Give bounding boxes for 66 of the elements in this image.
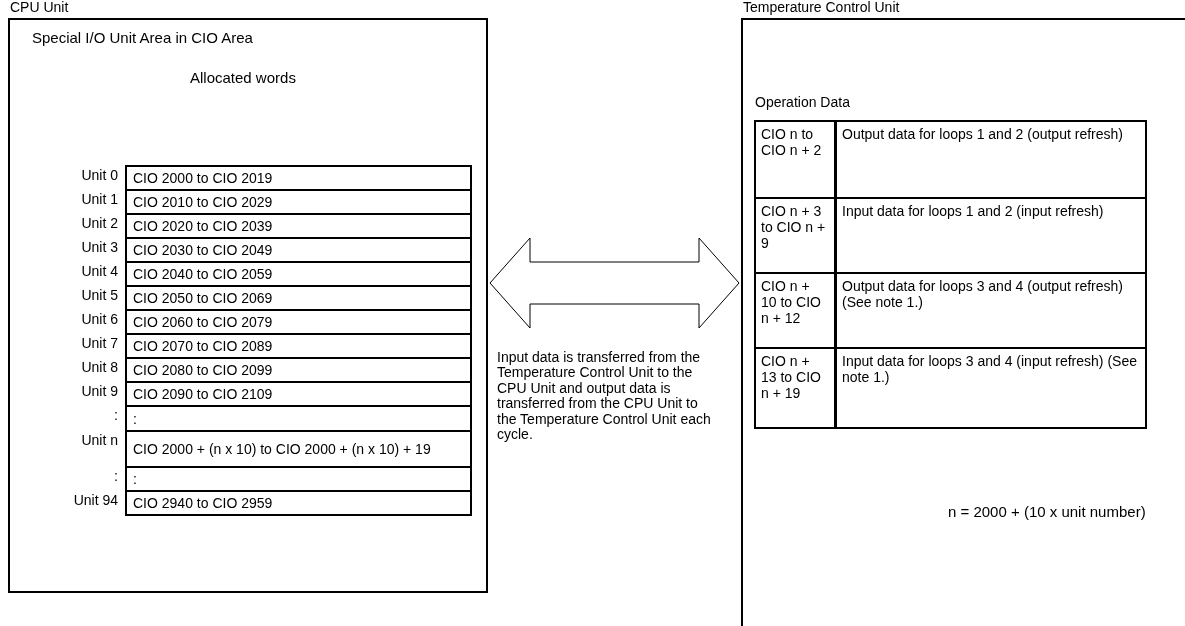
word-range: CIO 2050 to CIO 2069 bbox=[133, 291, 273, 305]
word-range-row bbox=[125, 237, 472, 263]
word-range: CIO n to CIO n + 2 bbox=[761, 126, 822, 159]
column-heading: Allocated words bbox=[190, 70, 296, 87]
word-range-row bbox=[125, 189, 472, 215]
table-cell bbox=[835, 120, 1147, 199]
word-range: CIO n + 13 to CIO n + 19 bbox=[761, 353, 821, 402]
panel-heading: Temperature Control Unit bbox=[743, 0, 900, 16]
word-range: : bbox=[133, 472, 137, 486]
data-description: Output data for loops 1 and 2 (output refresh) bbox=[842, 126, 1123, 142]
unit-label: Unit 4 bbox=[81, 264, 118, 280]
word-range: CIO 2940 to CIO 2959 bbox=[133, 496, 273, 510]
unit-label: Unit 5 bbox=[81, 288, 118, 304]
data-description: Output data for loops 3 and 4 (output refresh) (See note 1.) bbox=[842, 278, 1123, 311]
word-range: CIO 2040 to CIO 2059 bbox=[133, 267, 273, 281]
table-cell bbox=[835, 272, 1147, 349]
area-title: Special I/O Unit Area in CIO Area bbox=[32, 30, 253, 47]
table-cell bbox=[754, 197, 836, 274]
panel-heading: CPU Unit bbox=[10, 0, 69, 16]
word-range-row bbox=[125, 213, 472, 239]
unit-label: Unit 3 bbox=[81, 240, 118, 256]
word-range: CIO 2010 to CIO 2029 bbox=[133, 195, 273, 209]
unit-label: : bbox=[114, 469, 118, 485]
unit-label: Unit 8 bbox=[81, 360, 118, 376]
word-range: CIO 2070 to CIO 2089 bbox=[133, 339, 273, 353]
unit-label: Unit 0 bbox=[81, 168, 118, 184]
word-range: CIO 2090 to CIO 2109 bbox=[133, 387, 273, 401]
table-heading: Operation Data bbox=[755, 95, 850, 111]
unit-label: : bbox=[114, 408, 118, 424]
note-text: n = 2000 + (10 x unit number) bbox=[948, 504, 1146, 521]
unit-label: Unit n bbox=[81, 433, 118, 449]
word-range: CIO n + 10 to CIO n + 12 bbox=[761, 278, 821, 327]
transfer-note: Input data is transferred from the Temperature Control Unit to the CPU Unit and output data is transferred from the CPU Unit to the Temperature Control Unit each cycle. bbox=[497, 350, 712, 443]
word-range-row bbox=[125, 285, 472, 311]
word-range-row bbox=[125, 261, 472, 287]
data-description: Input data for loops 1 and 2 (input refresh) bbox=[842, 203, 1104, 219]
table-cell bbox=[754, 272, 836, 349]
unit-label: Unit 1 bbox=[81, 192, 118, 208]
word-range: CIO 2060 to CIO 2079 bbox=[133, 315, 273, 329]
table-cell bbox=[835, 347, 1147, 429]
word-range-row bbox=[125, 357, 472, 383]
word-range: CIO 2000 to CIO 2019 bbox=[133, 171, 273, 185]
word-range: CIO n + 3 to CIO n + 9 bbox=[761, 203, 826, 252]
word-range: CIO 2020 to CIO 2039 bbox=[133, 219, 273, 233]
unit-label: Unit 6 bbox=[81, 312, 118, 328]
unit-label: Unit 94 bbox=[73, 493, 118, 509]
word-range-row bbox=[125, 430, 472, 468]
unit-label: Unit 9 bbox=[81, 384, 118, 400]
word-range-row bbox=[125, 309, 472, 335]
word-range-row bbox=[125, 405, 472, 432]
word-range: CIO 2000 + (n x 10) to CIO 2000 + (n x 10) + 19 bbox=[133, 442, 431, 456]
word-range: CIO 2030 to CIO 2049 bbox=[133, 243, 273, 257]
table-cell bbox=[754, 120, 836, 199]
word-range-row bbox=[125, 466, 472, 492]
data-description: Input data for loops 3 and 4 (input refresh) (See note 1.) bbox=[842, 353, 1137, 386]
word-range-row bbox=[125, 381, 472, 407]
unit-label: Unit 7 bbox=[81, 336, 118, 352]
double-arrow bbox=[489, 237, 740, 329]
table-cell bbox=[754, 347, 836, 429]
table-cell bbox=[835, 197, 1147, 274]
word-range-row bbox=[125, 333, 472, 359]
word-range-row bbox=[125, 165, 472, 191]
unit-label: Unit 2 bbox=[81, 216, 118, 232]
word-range: : bbox=[133, 411, 137, 426]
word-range-row bbox=[125, 490, 472, 516]
word-range: CIO 2080 to CIO 2099 bbox=[133, 363, 273, 377]
